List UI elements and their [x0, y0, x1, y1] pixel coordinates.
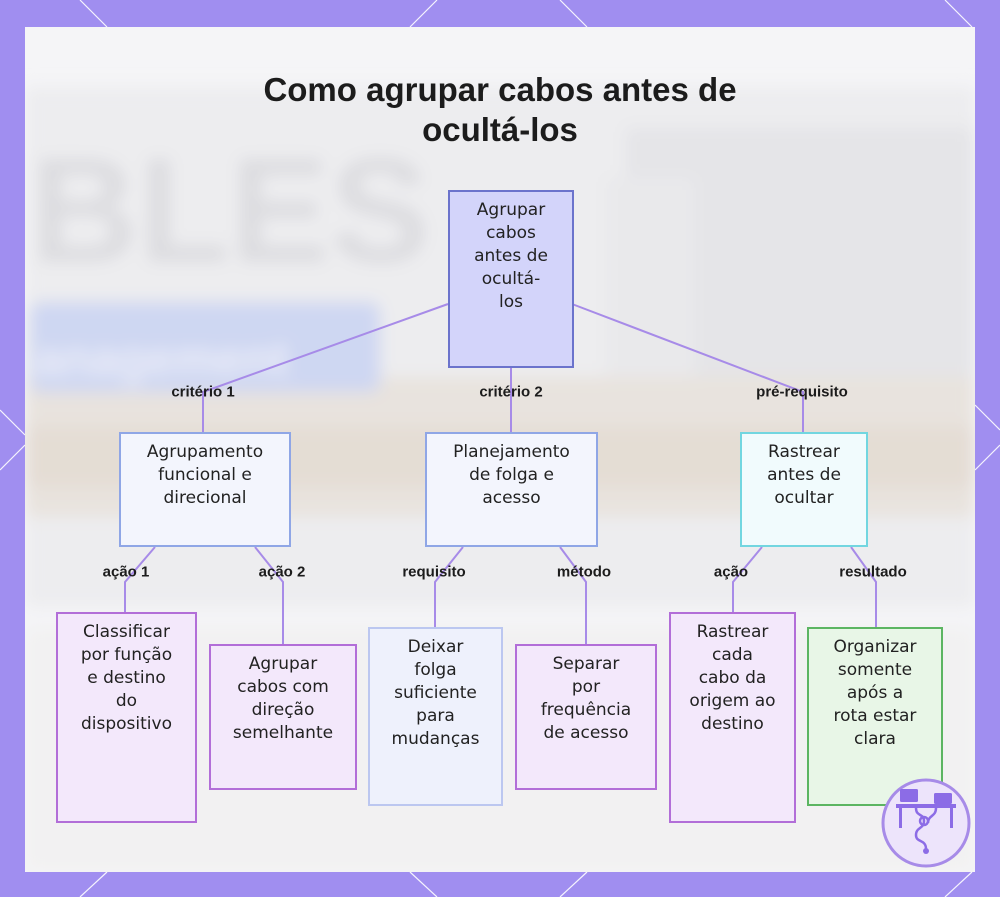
edge-c2-requisito [435, 547, 463, 627]
edge-label-criterio-1: critério 1 [171, 384, 234, 401]
edge-root-prereq [572, 304, 803, 432]
criterio-2-node: Planejamento de folga e acesso [425, 432, 598, 547]
edge-root-criterio1 [203, 304, 448, 432]
edge-label-acao-1: ação 1 [103, 564, 150, 581]
edge-label-metodo: método [557, 564, 611, 581]
leaf-node-acao: Rastrear cada cabo da origem ao destino [669, 612, 796, 823]
edge-c1-acao2 [255, 547, 283, 644]
edge-label-criterio-2: critério 2 [479, 384, 542, 401]
diagram-canvas: BLES anagement Como agrupar cabos antes … [25, 27, 975, 872]
edge-c2-metodo [560, 547, 586, 644]
pre-requisito-node: Rastrear antes de ocultar [740, 432, 868, 547]
edge-label-acao: ação [714, 564, 748, 581]
criterio-1-node: Agrupamento funcional e direcional [119, 432, 291, 547]
edge-label-pre-requisito: pré-requisito [756, 384, 848, 401]
leaf-node-acao-2: Agrupar cabos com direção semelhante [209, 644, 357, 790]
desk-network-logo-icon [880, 777, 972, 869]
leaf-node-requisito: Deixar folga suficiente para mudanças [368, 627, 503, 806]
leaf-node-acao-1: Classificar por função e destino do disp… [56, 612, 197, 823]
root-node: Agrupar cabos antes de ocultá- los [448, 190, 574, 368]
edge-label-acao-2: ação 2 [259, 564, 306, 581]
edge-label-requisito: requisito [402, 564, 465, 581]
edge-p-resultado [851, 547, 876, 627]
leaf-node-metodo: Separar por frequência de acesso [515, 644, 657, 790]
edge-label-resultado: resultado [839, 564, 907, 581]
